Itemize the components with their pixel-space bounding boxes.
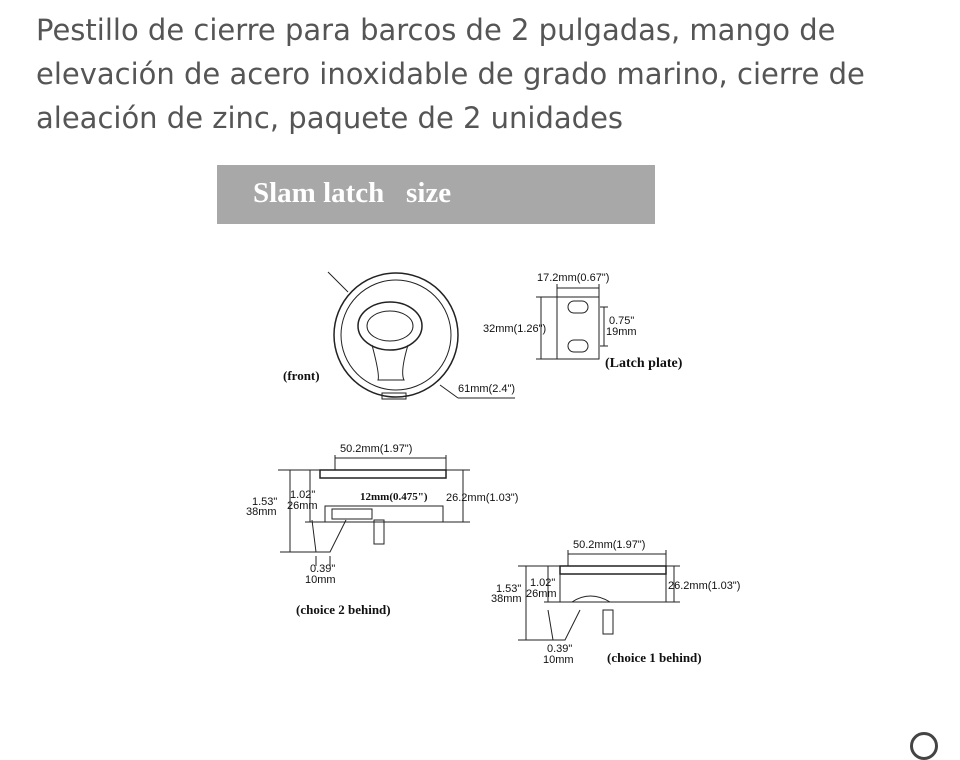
latch-plate-height: 32mm(1.26") <box>483 323 546 335</box>
latch-plate-hole-in: 0.75" <box>609 315 634 327</box>
choice2-depth: 12mm(0.475") <box>360 491 428 503</box>
choice2-drawing <box>278 455 470 566</box>
front-diameter: 61mm(2.4") <box>458 383 515 395</box>
choice2-tongue-mm: 10mm <box>305 574 336 586</box>
choice1-total-mm: 38mm <box>491 593 522 605</box>
choice2-total-in: 1.53" <box>252 496 277 508</box>
choice2-body-mm: 26mm <box>287 500 318 512</box>
choice1-tongue-in: 0.39" <box>547 643 572 655</box>
choice1-width: 50.2mm(1.97") <box>573 539 645 551</box>
choice2-label: (choice 2 behind) <box>296 602 391 617</box>
choice1-body-mm: 26mm <box>526 588 557 600</box>
zoom-icon[interactable] <box>910 732 938 760</box>
choice1-drawing <box>518 550 680 641</box>
size-banner: Slam latch size <box>217 165 655 224</box>
choice2-width: 50.2mm(1.97") <box>340 443 412 455</box>
choice1-height: 26.2mm(1.03") <box>668 580 740 592</box>
choice1-body-in: 1.02" <box>530 577 555 589</box>
front-label: (front) <box>283 368 320 383</box>
choice2-body-in: 1.02" <box>290 489 315 501</box>
latch-plate-hole-mm: 19mm <box>606 326 637 338</box>
size-banner-label: Slam latch size <box>253 177 452 209</box>
choice2-height: 26.2mm(1.03") <box>446 492 518 504</box>
product-title: Pestillo de cierre para barcos de 2 pulg… <box>36 13 865 135</box>
front-view-drawing <box>327 271 515 400</box>
choice1-tongue-mm: 10mm <box>543 654 574 666</box>
choice2-tongue-in: 0.39" <box>310 563 335 575</box>
choice1-label: (choice 1 behind) <box>607 650 702 665</box>
latch-plate-drawing <box>536 284 608 360</box>
choice1-total-in: 1.53" <box>496 583 521 595</box>
latch-plate-width: 17.2mm(0.67") <box>537 272 609 284</box>
choice2-total-mm: 38mm <box>246 506 277 518</box>
latch-plate-label: (Latch plate) <box>605 356 683 371</box>
